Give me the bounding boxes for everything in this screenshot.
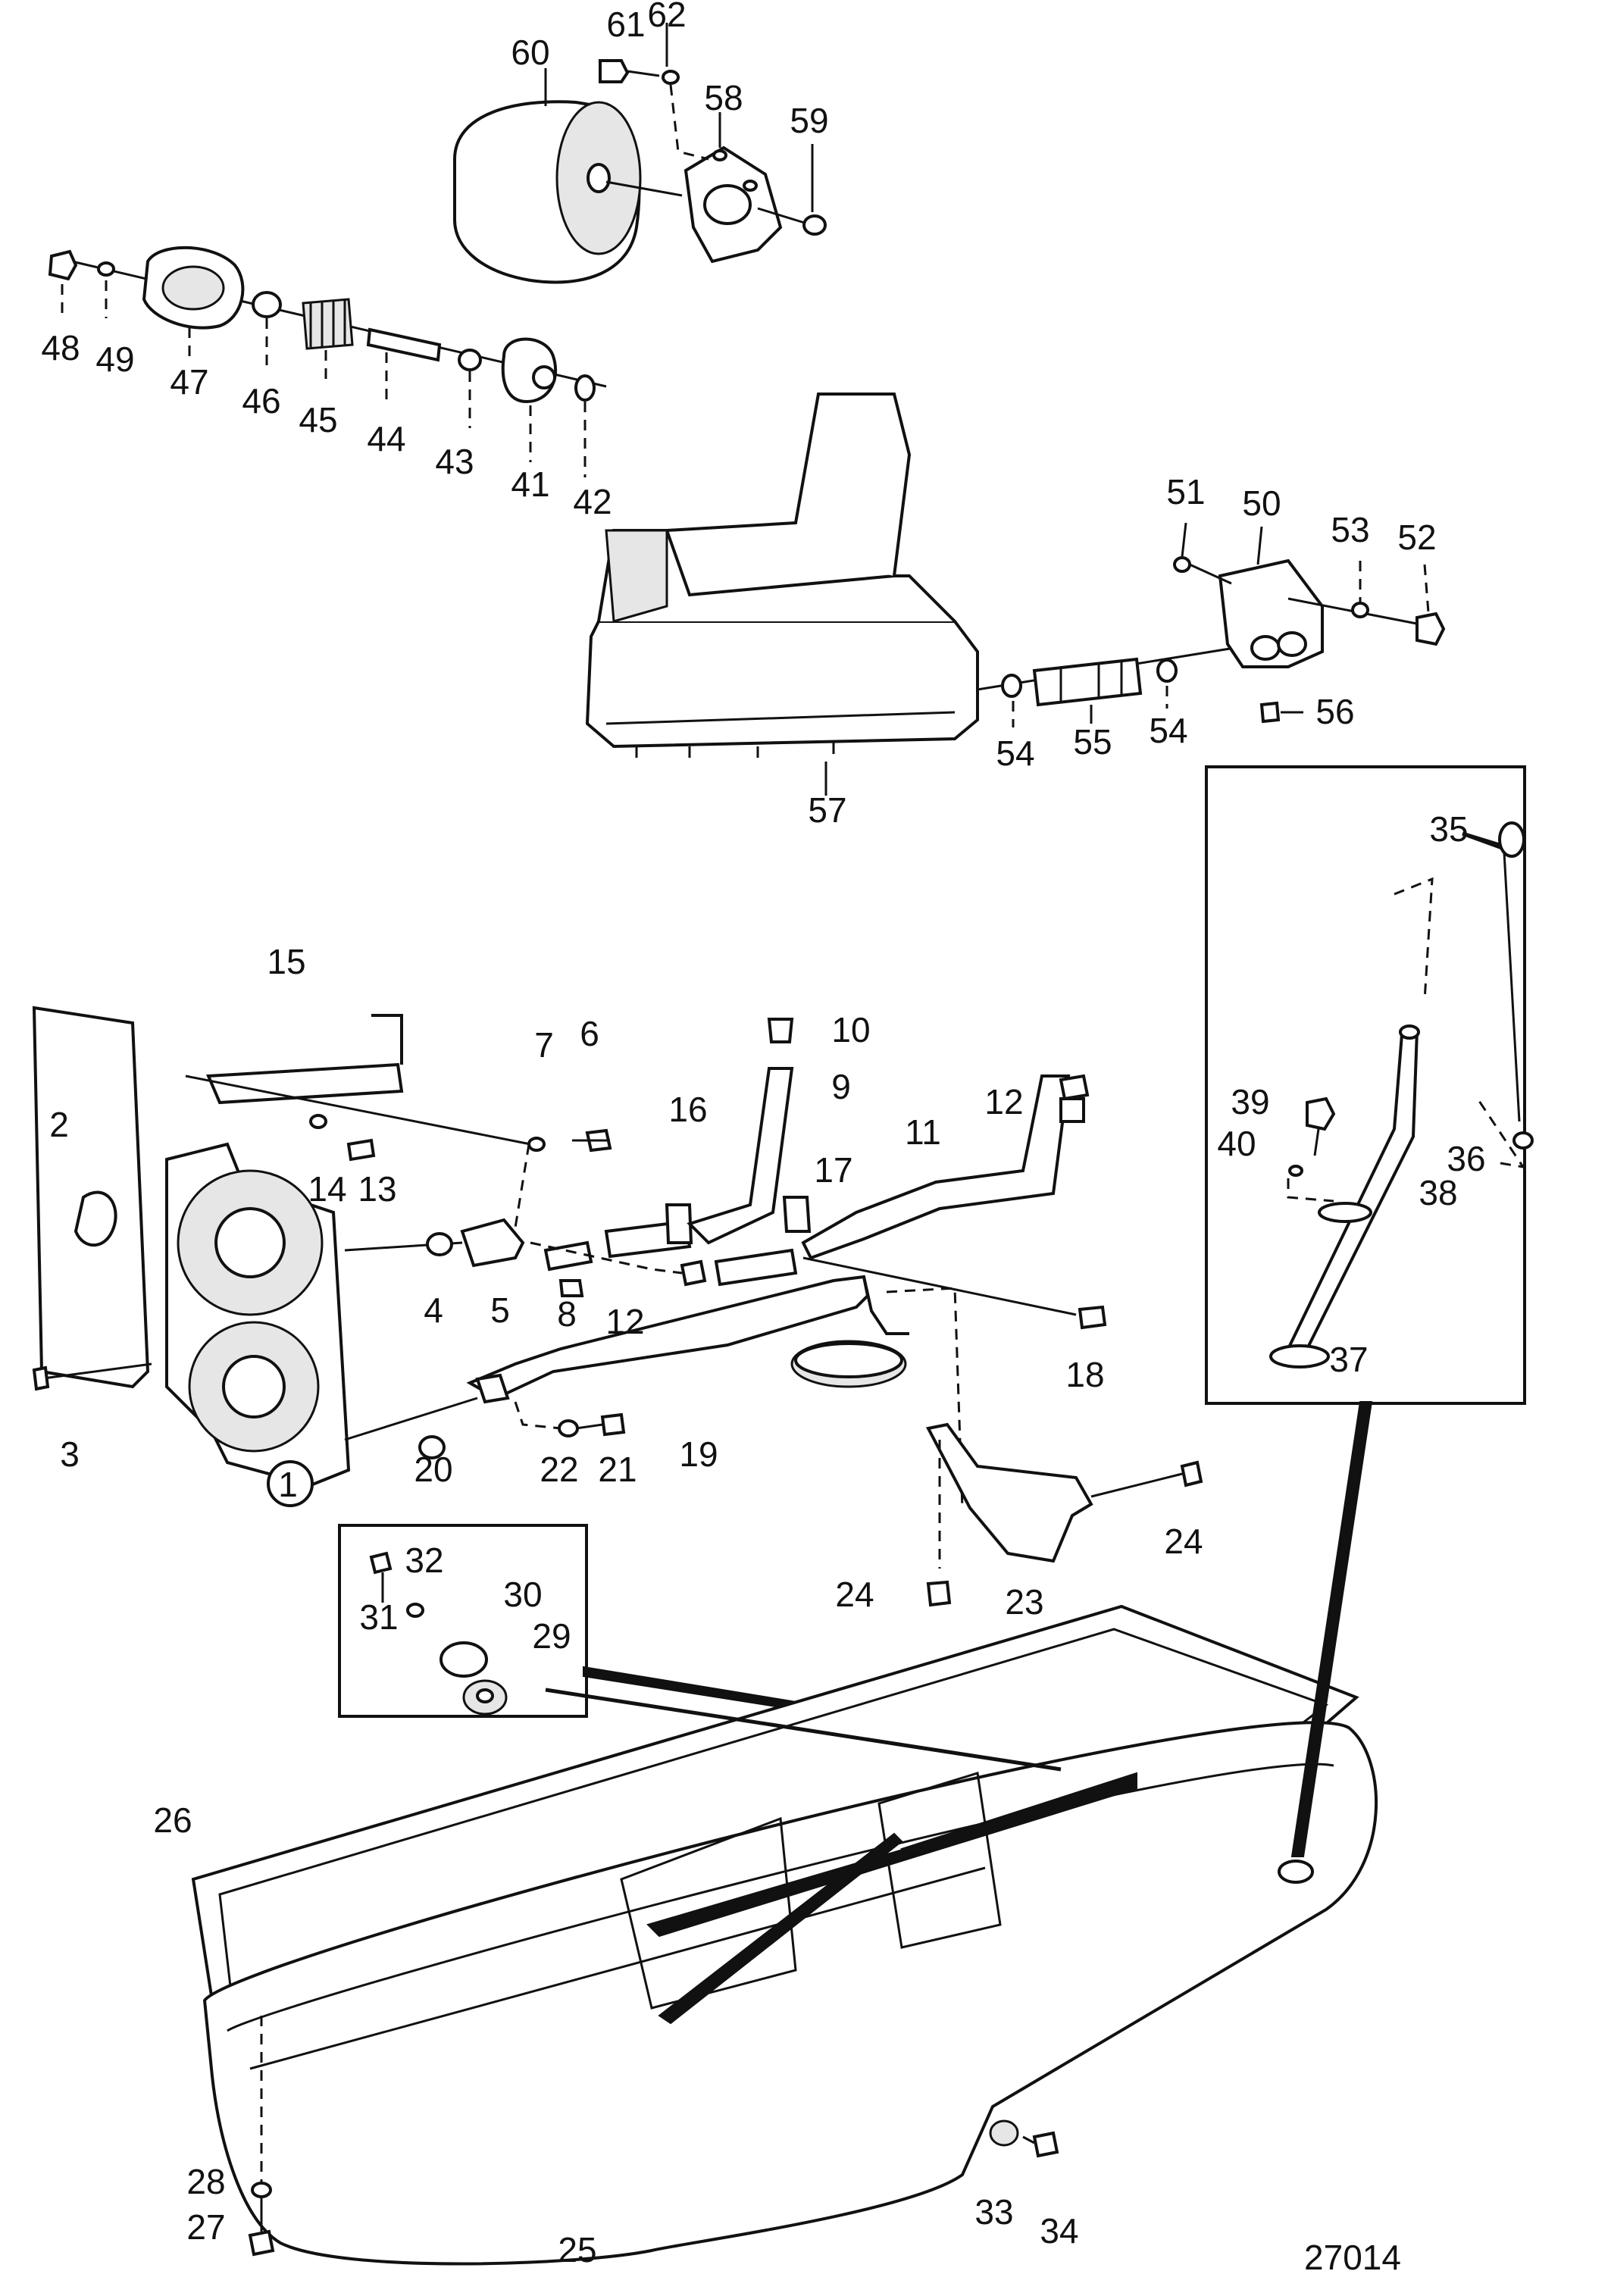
callout-22: 22 <box>540 1450 578 1489</box>
callout-4: 4 <box>424 1290 443 1330</box>
callout-17: 17 <box>814 1150 852 1190</box>
callout-43: 43 <box>435 442 474 481</box>
callout-34: 34 <box>1040 2211 1078 2251</box>
callout-58: 58 <box>704 78 743 117</box>
oil-pan-group <box>191 1401 1378 2266</box>
callout-26: 26 <box>153 1800 192 1840</box>
callout-31: 31 <box>359 1597 398 1637</box>
callout-15: 15 <box>267 942 305 981</box>
callout-48: 48 <box>41 328 80 368</box>
callout-labels: 1 2 3 4 5 6 7 8 9 10 11 12 12 13 14 15 1… <box>41 0 1485 2277</box>
callout-33: 33 <box>974 2192 1013 2232</box>
callout-51: 51 <box>1166 472 1205 511</box>
callout-62: 62 <box>647 0 686 34</box>
callout-11: 11 <box>905 1112 941 1152</box>
oil-cooler-group <box>585 393 1446 758</box>
callout-61: 61 <box>606 5 645 44</box>
callout-3: 3 <box>60 1434 80 1474</box>
callout-52: 52 <box>1397 518 1436 557</box>
callout-50: 50 <box>1242 483 1281 523</box>
callout-12-lower: 12 <box>605 1302 644 1341</box>
callout-21: 21 <box>598 1450 637 1489</box>
callout-5: 5 <box>490 1290 510 1330</box>
callout-30: 30 <box>503 1575 542 1614</box>
callout-28: 28 <box>186 2162 225 2201</box>
oil-pump-group <box>32 1006 1203 1607</box>
callout-57: 57 <box>808 790 846 830</box>
callout-40: 40 <box>1217 1124 1256 1163</box>
callout-23: 23 <box>1005 1582 1043 1622</box>
callout-7: 7 <box>534 1025 554 1065</box>
callout-54-right: 54 <box>1149 711 1187 750</box>
callout-13: 13 <box>358 1169 396 1209</box>
callout-45: 45 <box>299 400 337 439</box>
callout-2: 2 <box>49 1105 69 1144</box>
callout-29: 29 <box>532 1616 571 1656</box>
callout-56: 56 <box>1315 692 1354 731</box>
callout-46: 46 <box>242 381 280 421</box>
callout-8: 8 <box>557 1294 577 1334</box>
callout-49: 49 <box>95 339 134 379</box>
callout-38: 38 <box>1419 1173 1457 1212</box>
callout-55: 55 <box>1073 722 1112 762</box>
callout-54-left: 54 <box>996 734 1034 773</box>
callout-14: 14 <box>308 1169 346 1209</box>
callout-35: 35 <box>1429 809 1468 849</box>
callout-44: 44 <box>367 419 405 458</box>
callout-59: 59 <box>790 101 828 140</box>
callout-10: 10 <box>831 1010 870 1049</box>
oil-filter-group <box>453 59 827 284</box>
callout-60: 60 <box>511 33 549 72</box>
callout-1: 1 <box>278 1465 298 1504</box>
callout-24-lower: 24 <box>835 1575 874 1614</box>
callout-24-right: 24 <box>1164 1522 1203 1561</box>
callout-47: 47 <box>170 362 208 402</box>
callout-9: 9 <box>831 1067 851 1106</box>
callout-32: 32 <box>405 1541 443 1580</box>
drawing-number: 27014 <box>1304 2238 1401 2277</box>
callout-19: 19 <box>679 1434 718 1474</box>
callout-42: 42 <box>573 482 612 521</box>
callout-27: 27 <box>186 2207 225 2247</box>
callout-12-upper: 12 <box>984 1082 1023 1121</box>
callout-53: 53 <box>1331 510 1369 549</box>
leader-lines <box>61 23 1430 796</box>
callout-18: 18 <box>1065 1355 1104 1394</box>
callout-39: 39 <box>1231 1082 1269 1121</box>
callout-36: 36 <box>1447 1139 1485 1178</box>
callout-37: 37 <box>1329 1340 1368 1379</box>
dipstick-detail-box <box>1205 765 1534 1405</box>
callout-25: 25 <box>558 2230 596 2269</box>
relief-valve-group <box>48 246 607 404</box>
callout-20: 20 <box>414 1450 452 1489</box>
callout-16: 16 <box>668 1090 707 1129</box>
callout-41: 41 <box>511 465 549 504</box>
callout-6: 6 <box>580 1014 599 1053</box>
